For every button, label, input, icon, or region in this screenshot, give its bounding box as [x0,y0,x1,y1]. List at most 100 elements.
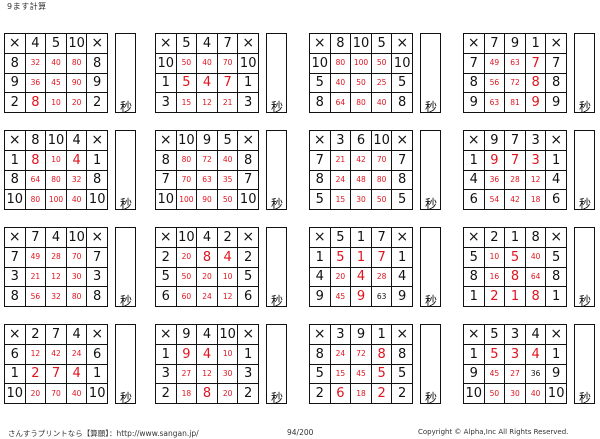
product-cell: 64 [330,93,352,113]
top-operand: 1 [505,228,526,248]
product-cell: 40 [525,384,547,404]
top-operand: 4 [25,34,47,54]
product-cell: 50 [351,73,372,94]
operator-symbol: × [87,228,108,248]
seconds-label: 秒 [120,391,133,405]
left-operand: 1 [5,364,26,385]
product-cell: 35 [217,170,239,191]
left-operand: 5 [310,190,331,210]
operator-symbol: × [464,325,485,345]
right-operand: 7 [238,170,259,191]
operator-symbol: × [310,325,331,345]
operator-symbol: × [464,34,485,54]
right-operand: 4 [392,267,413,288]
product-cell: 27 [176,364,198,385]
top-operand: 9 [176,325,198,345]
product-cell: 8 [505,267,526,288]
product-cell: 8 [197,247,218,268]
top-operand: 10 [176,131,198,151]
top-operand: 1 [371,325,393,345]
product-cell: 40 [525,247,547,268]
operator-symbol: × [546,325,567,345]
top-operand: 7 [484,34,506,54]
left-operand: 9 [464,364,485,385]
left-operand: 2 [156,247,177,268]
right-operand: 8 [87,287,108,307]
right-operand: 1 [87,150,108,171]
right-operand: 1 [392,247,413,268]
right-operand: 1 [546,150,567,171]
footer-site-link[interactable]: さんすうプリントなら【算願】：http://www.sangan.jp/ [8,429,199,438]
right-operand: 3 [87,267,108,288]
top-operand: 5 [484,325,506,345]
product-cell: 9 [525,93,547,113]
product-cell: 49 [25,247,47,268]
right-operand: 6 [546,190,567,210]
top-operand: 7 [217,34,239,54]
operator-symbol: × [156,228,177,248]
product-cell: 32 [46,287,67,307]
top-operand: 7 [46,325,67,345]
operator-symbol: × [392,325,413,345]
right-operand: 2 [87,93,108,113]
product-cell: 8 [525,73,547,94]
left-operand: 10 [310,53,331,74]
right-operand: 5 [392,73,413,94]
product-cell: 72 [505,73,526,94]
product-cell: 45 [330,287,352,307]
product-cell: 7 [46,364,67,385]
product-cell: 40 [371,93,393,113]
product-cell: 63 [371,287,393,307]
product-cell: 45 [351,364,372,385]
seconds-label: 秒 [271,197,284,211]
seconds-label: 秒 [271,391,284,405]
operator-symbol: × [87,34,108,54]
left-operand: 9 [310,287,331,307]
product-cell: 25 [371,73,393,94]
top-operand: 2 [25,325,47,345]
left-operand: 8 [464,267,485,288]
time-record-box [420,324,441,404]
seconds-label: 秒 [425,197,438,211]
right-operand: 10 [87,190,108,210]
top-operand: 6 [351,131,372,151]
product-cell: 7 [217,73,239,94]
right-operand: 3 [238,364,259,385]
product-cell: 72 [351,344,372,365]
time-record-box [266,130,287,210]
product-cell: 4 [525,344,547,365]
top-operand: 4 [525,325,547,345]
product-cell: 70 [46,384,67,404]
top-operand: 5 [330,228,352,248]
right-operand: 8 [87,170,108,191]
seconds-label: 秒 [120,100,133,114]
time-record-box [115,130,136,210]
right-operand: 8 [87,53,108,74]
top-operand: 10 [46,131,67,151]
operator-symbol: × [238,228,259,248]
product-cell: 32 [25,53,47,74]
product-cell: 20 [197,267,218,288]
time-record-box [574,324,595,404]
product-cell: 4 [217,247,239,268]
product-cell: 24 [330,344,352,365]
left-operand: 1 [464,287,485,307]
product-cell: 64 [525,267,547,288]
product-cell: 3 [525,150,547,171]
product-cell: 10 [46,93,67,113]
left-operand: 2 [310,384,331,404]
product-cell: 90 [66,73,88,94]
product-cell: 63 [197,170,218,191]
product-cell: 12 [46,267,67,288]
product-cell: 10 [217,344,239,365]
time-record-box [266,324,287,404]
